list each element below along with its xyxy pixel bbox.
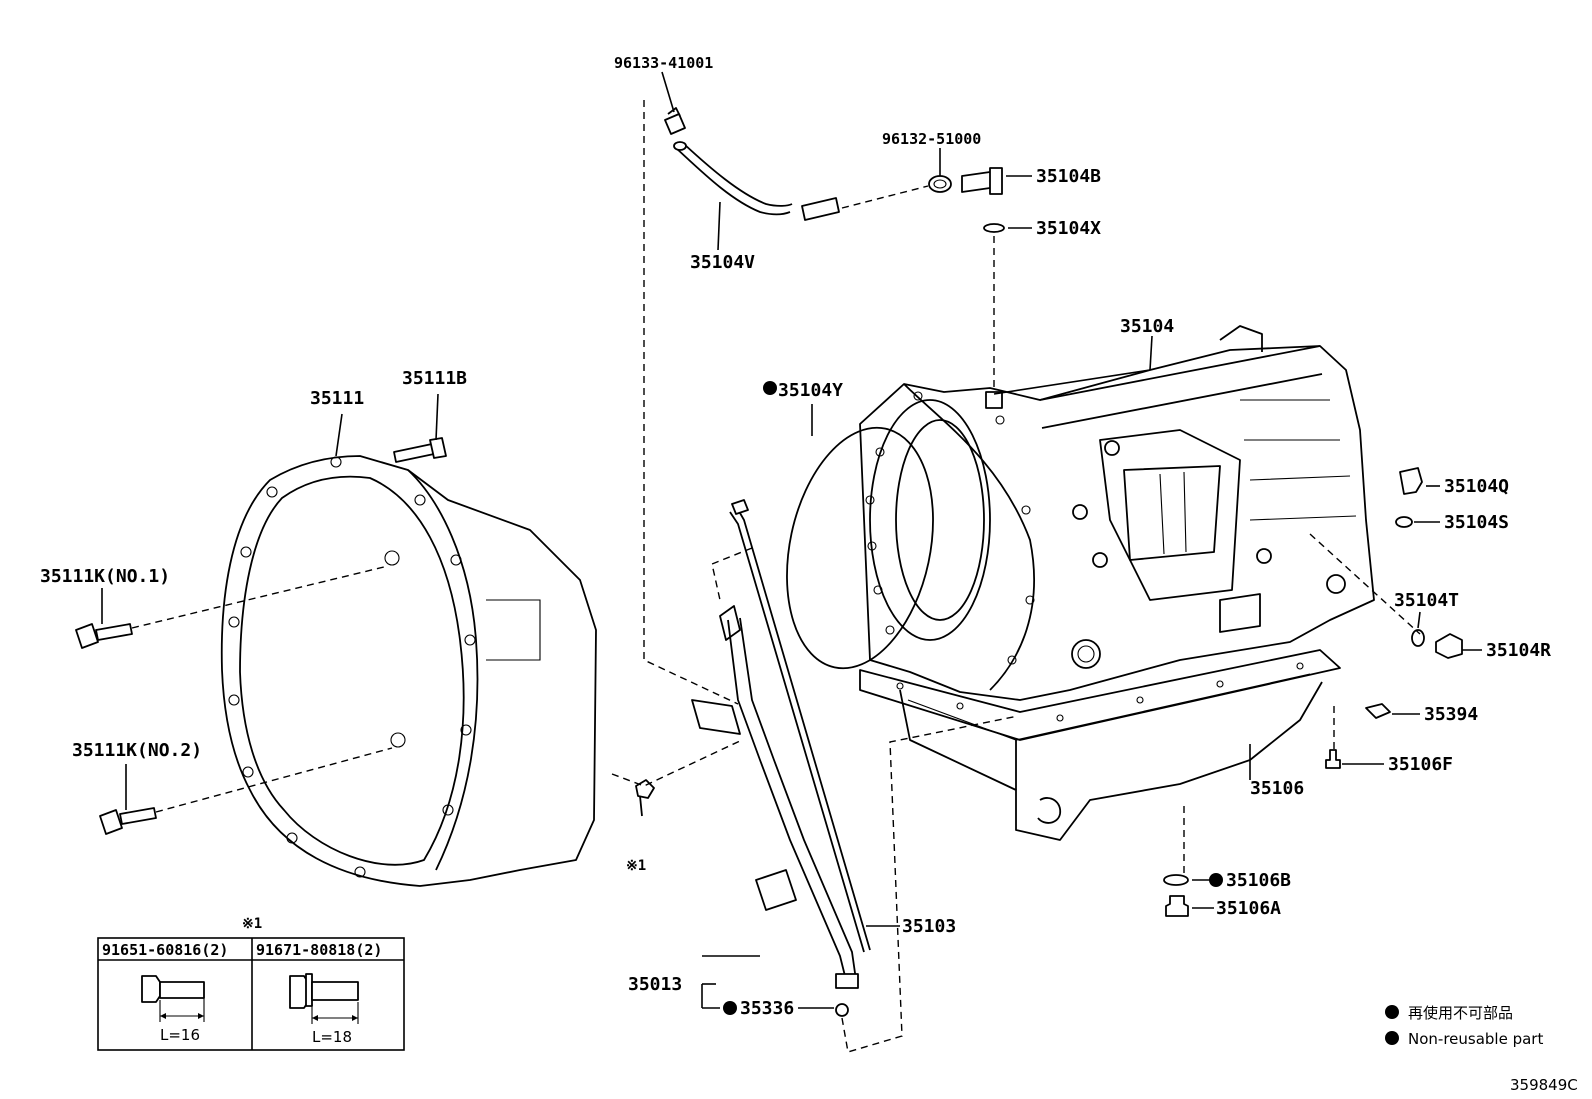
- inset-bolt-1: [141, 975, 205, 1022]
- label-35106B: 35106B: [1226, 870, 1291, 891]
- o-ring-35104T: [1411, 629, 1425, 647]
- non-reusable-markers: [723, 381, 1223, 1015]
- o-ring-35336: [835, 1003, 849, 1017]
- pan-bolts: [896, 662, 1304, 722]
- breather-hose: [673, 141, 840, 221]
- oil-level-gauge-35103: [729, 499, 871, 953]
- label-35336: 35336: [740, 998, 794, 1019]
- label-35394: 35394: [1424, 704, 1478, 725]
- label-35106F: 35106F: [1388, 754, 1453, 775]
- label-35104: 35104: [1120, 316, 1174, 337]
- gauge-guide-35013: [691, 605, 859, 989]
- label-96133-41001: 96133-41001: [614, 54, 713, 72]
- label-35104Q: 35104Q: [1444, 476, 1509, 497]
- label-35111: 35111: [310, 388, 364, 409]
- bolt-35111K-no2: [99, 807, 157, 835]
- label-35106A: 35106A: [1216, 898, 1281, 919]
- label-35104S: 35104S: [1444, 512, 1509, 533]
- inset-col2-part: 91671-80818(2): [256, 941, 382, 959]
- breather-plug-96133: [664, 107, 686, 135]
- label-35104V: 35104V: [690, 252, 755, 273]
- figure-id: 359849C: [1510, 1076, 1578, 1094]
- oil-pan-35106: [859, 649, 1341, 841]
- label-35104X: 35104X: [1036, 218, 1101, 239]
- plug-35104Q: [1399, 467, 1423, 495]
- legend-text-jp: 再使用不可部品: [1408, 1004, 1513, 1022]
- legend-marker-en: [1385, 1031, 1399, 1045]
- bolt-35106F: [1325, 749, 1341, 769]
- label-35111B: 35111B: [402, 368, 467, 389]
- inset-marker: ※1: [242, 916, 262, 932]
- legend: 再使用不可部品 Non-reusable part: [1385, 1004, 1543, 1048]
- bolt-inset-table: ※1 91651-60816(2) 91671-80818(2) L=16 L=…: [97, 916, 405, 1051]
- label-35104Y: 35104Y: [778, 380, 843, 401]
- label-35104B: 35104B: [1036, 166, 1101, 187]
- hose-clamp-96132: [928, 175, 952, 193]
- label-35111K-no1: 35111K(NO.1): [40, 566, 170, 587]
- converter-housing-35111: [220, 455, 597, 887]
- inset-col1-part: 91651-60816(2): [102, 941, 228, 959]
- gasket-35106B: [1163, 874, 1189, 886]
- inset-col1-length: L=16: [160, 1026, 200, 1044]
- gasket-35104S: [1395, 516, 1413, 528]
- breather-union-35104B: [961, 167, 1003, 195]
- inset-bolt-2: [289, 973, 359, 1024]
- plug-35104R: [1435, 633, 1463, 659]
- housing-bolt-holes: [228, 456, 476, 878]
- bolt-35111K-no1: [75, 623, 133, 649]
- case-bolt-holes: [865, 391, 1035, 665]
- label-35111K-no2: 35111K(NO.2): [72, 740, 202, 761]
- label-96132-51000: 96132-51000: [882, 130, 981, 148]
- label-ref1: ※1: [626, 858, 646, 874]
- label-35104R: 35104R: [1486, 640, 1551, 661]
- part-labels: 96133-41001 96132-51000 35104B 35104X 35…: [40, 54, 1551, 1019]
- legend-marker-jp: [1385, 1005, 1399, 1019]
- label-35013: 35013: [628, 974, 682, 995]
- block-35394: [1365, 703, 1391, 719]
- bolt-ref1: [635, 779, 655, 817]
- inset-col2-length: L=18: [312, 1028, 352, 1046]
- gasket-35104X: [983, 223, 1005, 233]
- bolt-35111B: [393, 437, 447, 463]
- drain-plug-35106A: [1165, 895, 1189, 917]
- label-35106: 35106: [1250, 778, 1304, 799]
- label-35104T: 35104T: [1394, 590, 1459, 611]
- o-ring-35104Y: [786, 426, 934, 670]
- transmission-case-35104: [859, 325, 1375, 701]
- label-35103: 35103: [902, 916, 956, 937]
- legend-text-en: Non-reusable part: [1408, 1030, 1543, 1048]
